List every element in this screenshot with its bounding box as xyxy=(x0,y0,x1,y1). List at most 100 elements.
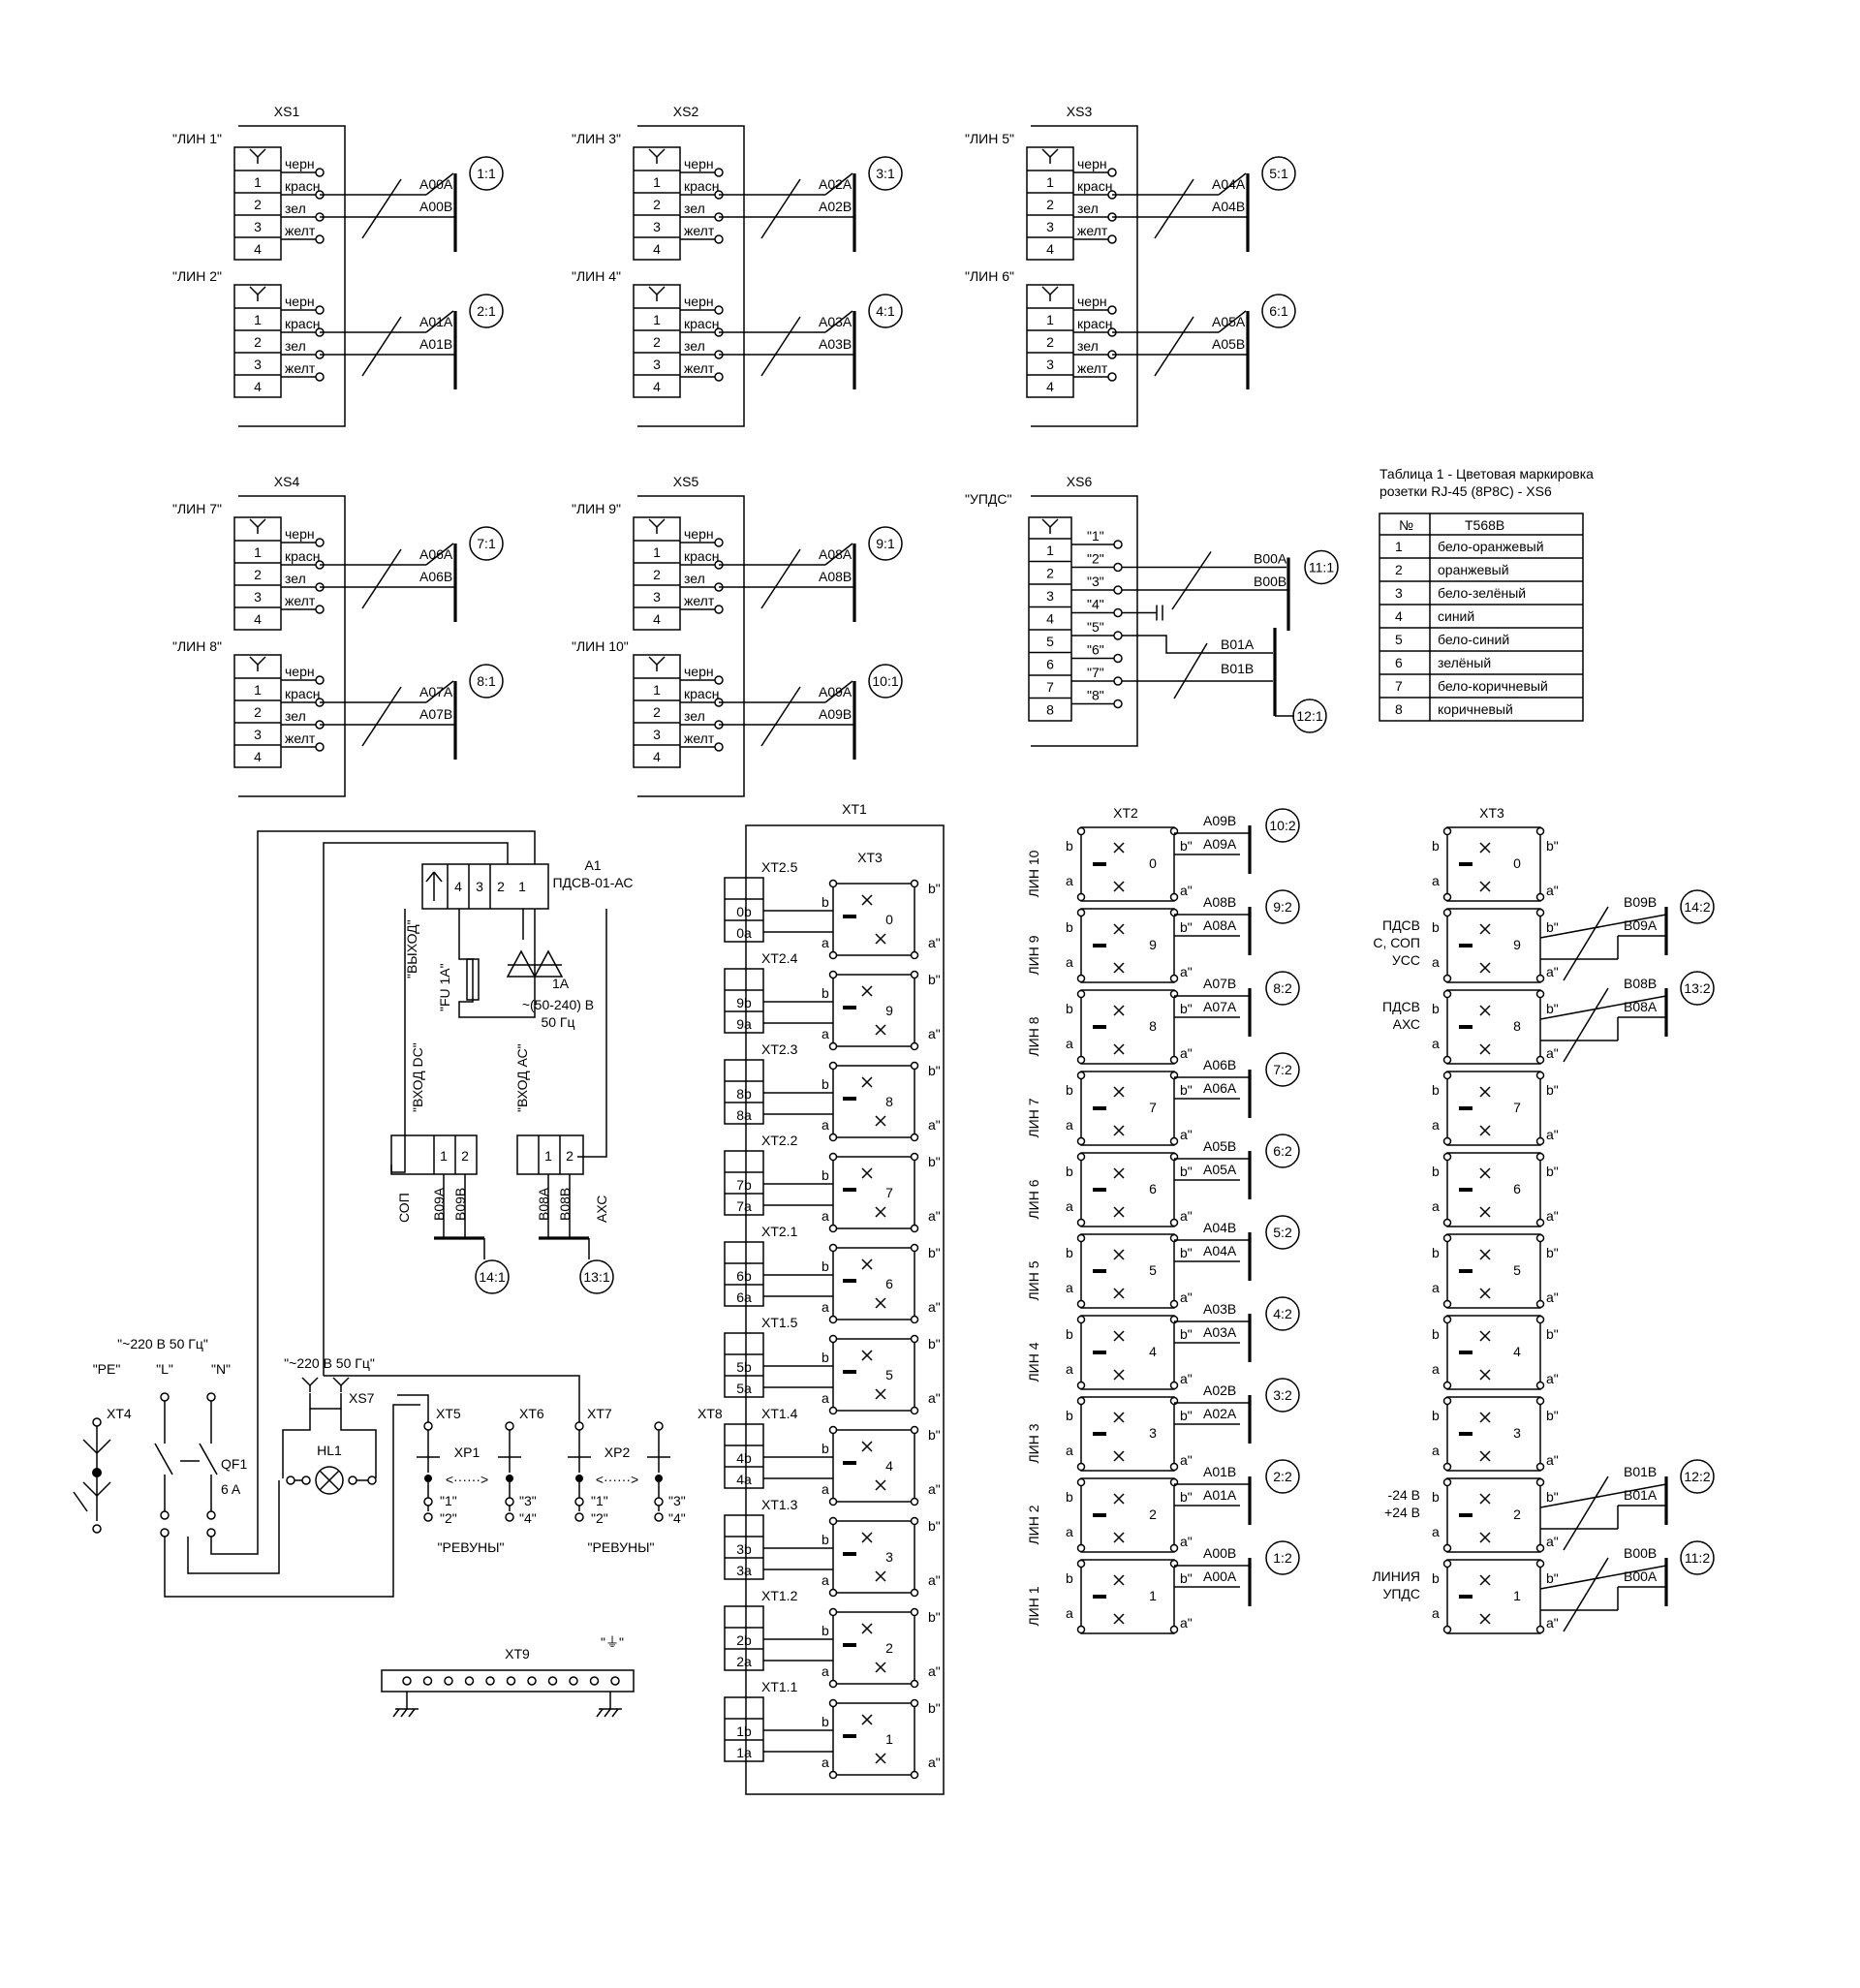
contact-bar xyxy=(875,1570,886,1582)
reference-circle xyxy=(1265,1378,1300,1413)
contact-dot xyxy=(1076,1299,1086,1309)
wire-color-label: желт xyxy=(285,593,316,608)
wire-color-label: зел xyxy=(285,708,306,724)
pin-number: 3 xyxy=(653,357,661,372)
wire-color-label: черн xyxy=(684,156,714,171)
side-letter: a" xyxy=(928,1481,941,1497)
socket-fork-icon xyxy=(332,1377,342,1386)
contact-dot xyxy=(1535,892,1545,902)
side-letter: b xyxy=(1432,1245,1440,1260)
wire-color-label: желт xyxy=(684,593,715,608)
terminal-dot xyxy=(160,1392,170,1402)
contact-dot xyxy=(910,1315,919,1324)
contact-bar xyxy=(1113,842,1125,854)
contact-dot xyxy=(828,1406,838,1415)
twisted-pair-slash xyxy=(361,178,402,239)
terminal-dot xyxy=(206,1392,216,1402)
reference-circle xyxy=(1265,1052,1300,1087)
contact-dot xyxy=(1442,892,1452,902)
wire-id: B09A xyxy=(431,1187,447,1221)
side-letter: a" xyxy=(928,1208,941,1224)
pin-number: 2 xyxy=(254,197,262,212)
pin-number: 1 xyxy=(254,544,262,560)
table-cell: 3 xyxy=(1395,585,1403,601)
contact-bar xyxy=(875,1024,886,1036)
a1-rating: 1A xyxy=(552,976,570,991)
reference-label: 8:2 xyxy=(1273,980,1292,996)
contact-label: "3" xyxy=(668,1493,686,1508)
pin-number: 1 xyxy=(254,682,262,698)
twisted-pair-slash xyxy=(1173,642,1208,699)
terminal-number: 8 xyxy=(1149,1018,1157,1034)
pin-contact xyxy=(315,168,325,177)
terminal-dot xyxy=(206,1528,216,1538)
contact-dot xyxy=(1076,1152,1086,1162)
jumper-mark xyxy=(1093,1106,1106,1110)
terminal-number: 0 xyxy=(885,912,893,927)
contact-bar xyxy=(875,1388,886,1400)
pin-number: 2 xyxy=(254,567,262,582)
pin-number: 2 xyxy=(1046,566,1054,581)
l-label: "L" xyxy=(156,1361,173,1377)
wire-id: B01B xyxy=(1221,661,1254,676)
connector-body xyxy=(633,284,681,398)
pin-number: 4 xyxy=(653,241,661,257)
terminal-module xyxy=(832,1611,915,1685)
wire-color-label: зел xyxy=(285,571,306,586)
wire-color-label: черн xyxy=(684,664,714,679)
contact-bar xyxy=(1113,881,1125,892)
contact-label: "2" xyxy=(440,1510,457,1526)
contact-dot xyxy=(1442,1233,1452,1243)
reference-label: 13:1 xyxy=(583,1269,609,1285)
socket-frame xyxy=(637,125,745,427)
side-letter: b" xyxy=(1180,1082,1193,1098)
side-label: УСС xyxy=(1392,952,1420,968)
wire-id: A05A xyxy=(1212,314,1246,329)
contact-label: "3" xyxy=(519,1493,537,1508)
contact-dot xyxy=(910,1698,919,1708)
socket-fork-icon xyxy=(656,656,666,666)
contact-dot xyxy=(1535,1233,1545,1243)
ground-bar-hole xyxy=(464,1676,475,1686)
reference-circle xyxy=(1265,889,1300,924)
group-label: XT1.2 xyxy=(761,1588,798,1603)
socket-fork-icon xyxy=(1049,148,1059,158)
terminal-number: 3 xyxy=(1149,1425,1157,1441)
terminal-dot xyxy=(574,1421,584,1431)
side-letter: b" xyxy=(1546,1164,1559,1179)
contact-dot xyxy=(1535,1381,1545,1390)
side-letter: a xyxy=(1432,873,1440,888)
side-label: -24 В xyxy=(1388,1487,1420,1503)
pin-number: 1 xyxy=(1046,174,1054,190)
contact-dot xyxy=(1535,1055,1545,1065)
jumper-mark xyxy=(843,1097,856,1101)
socket-fork-icon xyxy=(1041,518,1051,528)
terminal-number: 9 xyxy=(1149,937,1157,952)
xs7-supply-label: "~220 В 50 Гц" xyxy=(284,1355,375,1371)
wire-color-label: черн xyxy=(285,664,315,679)
table-cell: бело-зелёный xyxy=(1438,585,1526,601)
contact-dot xyxy=(1169,892,1179,902)
contact-bar xyxy=(1479,1125,1491,1136)
ground-symbol xyxy=(596,1708,604,1718)
jumper-mark xyxy=(1459,1595,1472,1599)
a1-name: ПДСВ-01-АС xyxy=(552,875,633,890)
contact-dot xyxy=(1442,1625,1452,1634)
pin-contact xyxy=(315,675,325,685)
socket-fork-icon xyxy=(1049,286,1059,295)
contact-bar xyxy=(1113,1167,1125,1179)
line-label: ЛИН 2 xyxy=(1026,1505,1041,1544)
ground-symbol xyxy=(96,1481,111,1497)
reference-circle xyxy=(1292,699,1327,733)
terminal-number: 0 xyxy=(1149,855,1157,871)
pin-number: 4 xyxy=(653,611,661,627)
terminal-dot xyxy=(423,1497,433,1507)
terminal-module xyxy=(832,1338,915,1412)
wire-id: B01A xyxy=(1221,637,1255,652)
terminal-dot xyxy=(505,1512,514,1522)
contact-bar xyxy=(1479,1412,1491,1423)
wire-id: A09A xyxy=(819,684,852,699)
wire-id: B08A xyxy=(536,1187,551,1221)
terminal-number: 8 xyxy=(1513,1018,1521,1034)
wire-id: A02B xyxy=(1203,1382,1236,1398)
